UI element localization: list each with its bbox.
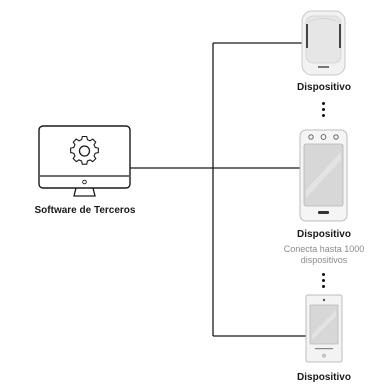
device-capacity-note: Conecta hasta 1000 dispositivos — [283, 244, 365, 265]
software-label: Software de Terceros — [34, 205, 136, 216]
svg-text:◍: ◍ — [322, 353, 327, 359]
gear-icon — [70, 135, 99, 165]
ellipsis-dots-lower — [320, 273, 326, 291]
device-label-3: Dispositivo — [297, 372, 351, 383]
face-terminal-icon — [299, 129, 348, 222]
connector-lines — [124, 42, 306, 337]
access-panel-icon: ◍ — [305, 294, 343, 363]
monitor-gear-icon — [38, 125, 131, 197]
device-label-1: Dispositivo — [297, 82, 351, 93]
ellipsis-dots-upper — [320, 102, 326, 120]
card-reader-icon — [301, 10, 346, 76]
device-label-2: Dispositivo — [297, 229, 351, 240]
